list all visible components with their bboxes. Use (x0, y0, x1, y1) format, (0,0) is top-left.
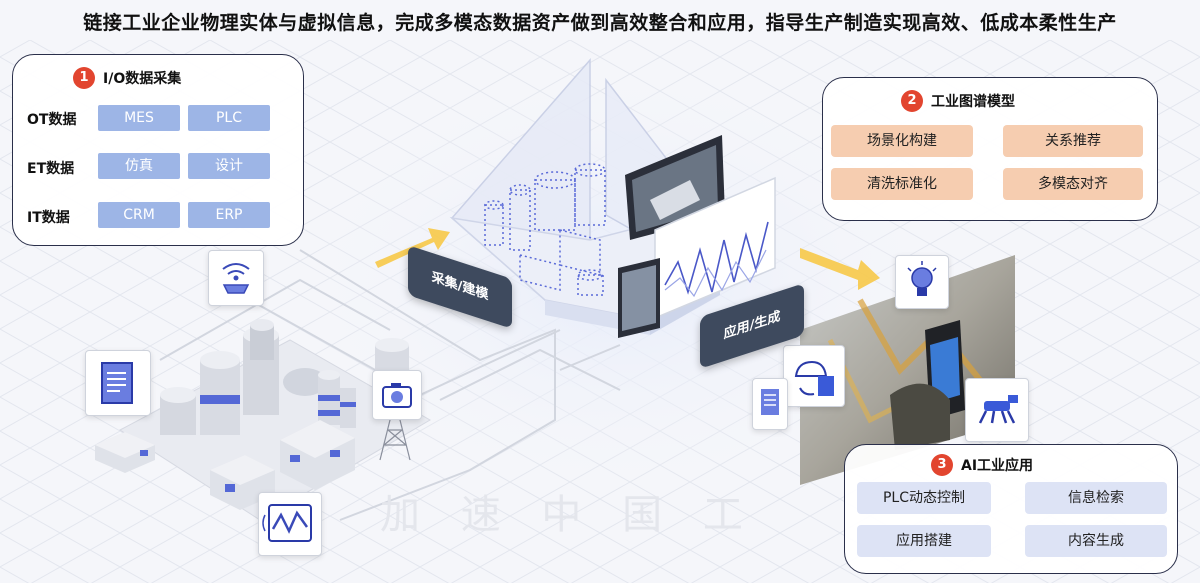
chip-design: 设计 (188, 153, 270, 179)
chip-info-retrieval: 信息检索 (1025, 482, 1167, 514)
document-icon-card (85, 350, 151, 416)
watermark: 加 速 中 国 工 (380, 492, 757, 538)
step-number-3: 3 (931, 454, 953, 476)
robot-dog-icon (978, 395, 1018, 424)
tablet-device (618, 258, 660, 338)
step-number-1: 1 (73, 67, 95, 89)
arrow-apply (800, 248, 880, 290)
step-number-2: 2 (901, 90, 923, 112)
row-label-it: IT数据 (27, 210, 70, 226)
chip-content-generation: 内容生成 (1025, 525, 1167, 557)
chip-scenario-build: 场景化构建 (831, 125, 973, 157)
panel-industrial-graph-model: 2 工业图谱模型 场景化构建 关系推荐 清洗标准化 多模态对齐 (822, 77, 1158, 221)
form-icon (761, 389, 779, 415)
panel2-title: 工业图谱模型 (931, 94, 1015, 110)
worker-helmet-icon (794, 360, 834, 396)
document-icon (101, 362, 133, 404)
chip-multimodal-align: 多模态对齐 (1003, 168, 1143, 200)
lightbulb-icon (907, 261, 937, 296)
chip-simulation: 仿真 (98, 153, 180, 179)
panel1-title: I/O数据采集 (103, 71, 182, 87)
chip-crm: CRM (98, 202, 180, 228)
row-label-ot: OT数据 (27, 112, 77, 128)
camera-icon (382, 383, 412, 408)
chip-plc: PLC (188, 105, 270, 131)
sensor-icon-card (208, 250, 264, 306)
chip-plc-dynamic-control: PLC动态控制 (857, 482, 991, 514)
form-icon-card (752, 378, 788, 430)
chip-relation-recommend: 关系推荐 (1003, 125, 1143, 157)
panel3-title: AI工业应用 (961, 458, 1034, 474)
worker-icon-card (783, 345, 845, 407)
chip-mes: MES (98, 105, 180, 131)
robot-dog-icon-card (965, 378, 1029, 442)
sensor-icon (222, 263, 250, 294)
chip-app-building: 应用搭建 (857, 525, 991, 557)
wave-icon-card (258, 492, 322, 556)
bulb-icon-card (895, 255, 949, 309)
chip-erp: ERP (188, 202, 270, 228)
waveform-icon (262, 504, 312, 542)
headline: 链接工业企业物理实体与虚拟信息，完成多模态数据资产做到高效整合和应用，指导生产制… (83, 12, 1117, 34)
operator-photo (800, 255, 1015, 485)
chip-cleaning-standardize: 清洗标准化 (831, 168, 973, 200)
panel-io-data-collection: 1 I/O数据采集 OT数据 MES PLC ET数据 仿真 设计 IT数据 CR… (12, 54, 304, 246)
row-label-et: ET数据 (27, 161, 75, 177)
camera-icon-card (372, 370, 422, 420)
panel-ai-industrial-application: 3 AI工业应用 PLC动态控制 信息检索 应用搭建 内容生成 (844, 444, 1178, 574)
